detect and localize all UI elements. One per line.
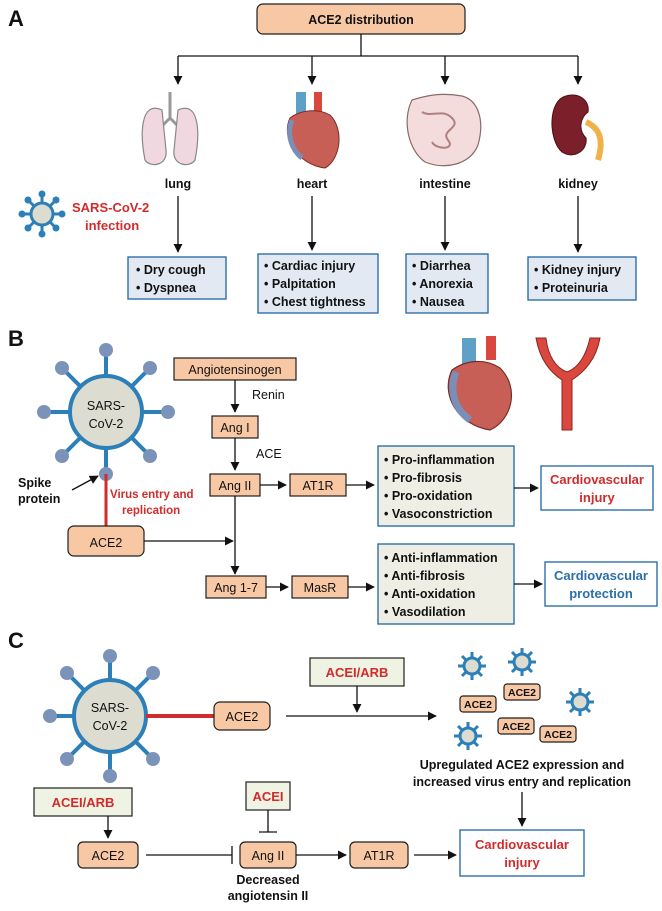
panel-c-letter: C (8, 628, 24, 653)
acei-label: ACEI (252, 789, 283, 804)
cv-injury-c-1: Cardiovascular (475, 837, 569, 852)
cv-protection-1: Cardiovascular (554, 568, 648, 583)
ang2-label-c: Ang II (252, 849, 285, 863)
at1r-label-b: AT1R (302, 479, 333, 493)
intestine-icon (406, 93, 482, 167)
heart-symptom-2: • Palpitation (264, 277, 336, 291)
vessel-icon (535, 337, 601, 431)
virus-icon (43, 649, 170, 783)
intestine-symptom-3: • Nausea (412, 295, 465, 309)
kidney-symptom-2: • Proteinuria (534, 281, 609, 295)
virus-label-c-1: SARS- (91, 701, 129, 715)
cluster-ace2-2: ACE2 (464, 699, 492, 711)
heart-icon (286, 92, 340, 169)
virus-label-c-2: CoV-2 (93, 719, 128, 733)
intestine-symptom-2: • Anorexia (412, 277, 474, 291)
lung-symptom-2: • Dyspnea (136, 281, 197, 295)
infection-label-2: infection (85, 218, 139, 233)
entry-label-1: Virus entry and (110, 489, 194, 501)
spike-label-1: Spike (18, 476, 51, 490)
ace2-label-b: ACE2 (90, 536, 123, 550)
ang1-label: Ang I (220, 421, 249, 435)
decreased-label-1: Decreased (236, 873, 299, 887)
acei-arb-top-label: ACEI/ARB (326, 665, 389, 680)
kidney-symptom-1: • Kidney injury (534, 263, 621, 277)
heart-symptom-3: • Chest tightness (264, 295, 366, 309)
ace2-distribution-title: ACE2 distribution (308, 13, 414, 27)
kidney-icon (551, 94, 604, 161)
virus-label-b-1: SARS- (87, 399, 125, 413)
cluster-ace2-1: ACE2 (508, 687, 536, 699)
anti-effect-3: • Anti-oxidation (384, 587, 475, 601)
cv-injury-b-2: injury (579, 490, 615, 505)
acei-arb-bottom-label: ACEI/ARB (52, 795, 115, 810)
organ-heart-label: heart (297, 177, 328, 191)
at1r-label-c: AT1R (363, 849, 394, 863)
lung-symptom-1: • Dry cough (136, 263, 206, 277)
heart-icon (447, 336, 513, 431)
intestine-symptom-1: • Diarrhea (412, 259, 472, 273)
virus-icon (458, 652, 486, 680)
cv-injury-box-b (540, 465, 654, 511)
anti-effects-box (377, 543, 515, 625)
heart-symptom-1: • Cardiac injury (264, 259, 355, 273)
intestine-symptoms-box (405, 253, 489, 314)
acei-box (245, 781, 291, 811)
pro-effect-3: • Pro-oxidation (384, 489, 472, 503)
anti-effect-1: • Anti-inflammation (384, 551, 498, 565)
virus-icon (566, 688, 594, 716)
lung-icon (141, 92, 199, 166)
ang2-label-b: Ang II (219, 479, 252, 493)
cv-injury-box-c (459, 829, 585, 877)
organ-intestine-label: intestine (419, 177, 470, 191)
virus-icon (18, 190, 66, 238)
virus-icon (454, 722, 482, 750)
anti-effect-2: • Anti-fibrosis (384, 569, 465, 583)
infection-label-1: SARS-CoV-2 (72, 200, 149, 215)
cv-protection-2: protection (569, 586, 633, 601)
kidney-symptoms-box (527, 256, 637, 301)
entry-label-2: replication (122, 505, 180, 517)
cv-injury-c-2: injury (504, 855, 540, 870)
angiotensinogen-label: Angiotensinogen (188, 363, 281, 377)
at1r-box-c (349, 841, 409, 869)
organ-lung-label: lung (165, 177, 191, 191)
cluster-ace2-3: ACE2 (502, 721, 530, 733)
lung-symptoms-box (127, 256, 227, 300)
upregulated-label-2: increased virus entry and replication (413, 775, 631, 789)
ace2-label-c: ACE2 (226, 710, 259, 724)
pro-effect-4: • Vasoconstriction (384, 507, 493, 521)
ace2-box-c (213, 701, 271, 731)
panel-a-letter: A (8, 6, 24, 31)
cv-protection-box (544, 561, 658, 607)
panel-b-letter: B (8, 326, 24, 351)
ace2-label-c-bottom: ACE2 (92, 849, 125, 863)
ang17-label: Ang 1-7 (214, 581, 258, 595)
cv-injury-b-1: Cardiovascular (550, 472, 644, 487)
virus-label-b-2: CoV-2 (89, 417, 124, 431)
virus-icon (508, 648, 536, 676)
ace2-box-c-bottom (77, 841, 139, 869)
acei-arb-box-bottom (33, 787, 133, 817)
pro-effects-box (377, 445, 515, 527)
decreased-label-2: angiotensin II (228, 889, 309, 903)
organ-kidney-label: kidney (558, 177, 598, 191)
virus-icon (37, 343, 175, 481)
heart-symptoms-box (257, 253, 379, 314)
upregulated-label-1: Upregulated ACE2 expression and (420, 758, 624, 772)
pro-effect-2: • Pro-fibrosis (384, 471, 462, 485)
virus-ace2-cluster: ACE2 ACE2 ACE2 ACE2 (454, 648, 594, 750)
pro-effect-1: • Pro-inflammation (384, 453, 495, 467)
renin-label: Renin (252, 388, 285, 402)
ace-label: ACE (256, 447, 282, 461)
cluster-ace2-4: ACE2 (544, 729, 572, 741)
anti-effect-4: • Vasodilation (384, 605, 465, 619)
spike-label-2: protein (18, 492, 60, 506)
masr-label: MasR (304, 581, 337, 595)
